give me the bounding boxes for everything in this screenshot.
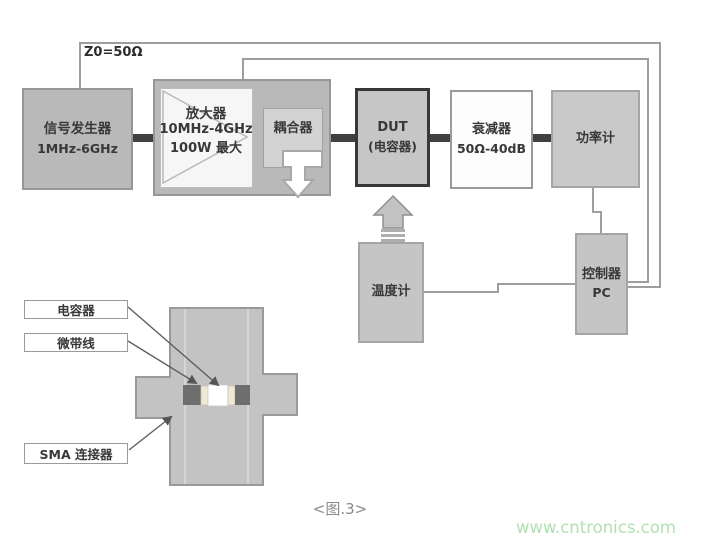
power-meter-title: 功率计 — [575, 130, 615, 146]
figure-caption: <图.3> — [312, 500, 368, 518]
label-sma-connector: SMA 连接器 — [24, 443, 128, 464]
microstrip-pad-right — [235, 385, 250, 405]
leader-sma — [128, 415, 173, 451]
block-attenuator: 衰减器 50Ω-40dB — [450, 90, 533, 189]
impedance-label: Z0=50Ω — [84, 45, 143, 60]
block-thermometer: 温度计 — [358, 242, 424, 343]
block-power-meter: 功率计 — [551, 90, 640, 188]
probe-hatch-2 — [381, 234, 405, 237]
capacitor-terminal-left — [200, 385, 209, 406]
signal-bar-2 — [328, 134, 358, 142]
fixture-body — [135, 307, 298, 486]
label-capacitor-text: 电容器 — [57, 303, 95, 318]
capacitor-terminal-right — [227, 385, 236, 406]
controller-title: 控制器 — [581, 266, 621, 282]
thermometer-title: 温度计 — [371, 284, 411, 300]
coupler-title: 耦合器 — [273, 121, 313, 136]
microstrip-pad-left — [183, 385, 201, 405]
leader-capacitor — [127, 306, 220, 387]
wire-thermometer-to-pc — [424, 283, 575, 293]
watermark: www.cntronics.com — [516, 518, 676, 537]
dut-title: DUT — [377, 120, 408, 136]
amplifier-text: 放大器 10MHz-4GHz 100W 最大 — [154, 102, 258, 156]
probe-hatch-1 — [381, 229, 405, 232]
amplifier-range: 10MHz-4GHz — [159, 122, 253, 137]
label-capacitor: 电容器 — [24, 300, 128, 319]
amplifier-power: 100W 最大 — [169, 141, 242, 156]
capacitor-body — [207, 384, 229, 407]
label-sma-connector-text: SMA 连接器 — [39, 447, 113, 462]
block-controller-pc: 控制器 PC — [575, 233, 628, 335]
attenuator-title: 衰减器 — [471, 122, 511, 138]
attenuator-spec: 50Ω-40dB — [456, 140, 527, 156]
label-microstrip-text: 微带线 — [57, 336, 95, 351]
block-signal-generator: 信号发生器 1MHz-6GHz — [22, 88, 133, 190]
block-dut: DUT (电容器) — [355, 88, 430, 187]
block-coupler: 耦合器 — [263, 108, 323, 168]
wire-power-meter-to-pc — [592, 188, 602, 234]
dut-subtitle: (电容器) — [368, 138, 417, 154]
label-microstrip: 微带线 — [24, 333, 128, 352]
signal-generator-range: 1MHz-6GHz — [37, 140, 118, 156]
amplifier-title: 放大器 — [185, 106, 227, 122]
signal-generator-title: 信号发生器 — [43, 121, 112, 138]
up-arrow-icon — [372, 194, 414, 229]
leader-microstrip — [127, 340, 198, 385]
controller-subtitle: PC — [592, 285, 611, 301]
